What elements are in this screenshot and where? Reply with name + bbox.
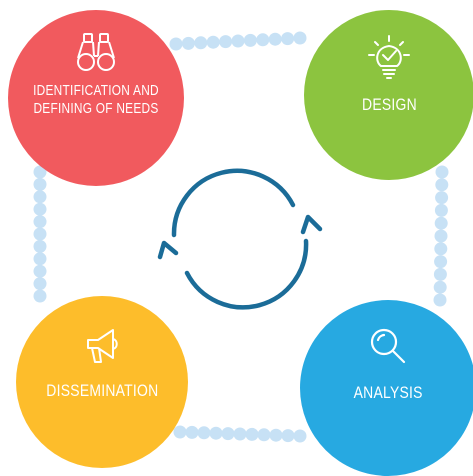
connector-dot [33,277,47,291]
connector-dot [281,32,295,46]
stage-label: ANALYSIS [353,383,423,402]
connector-dot [209,426,223,440]
connector-dot [269,428,283,442]
connector-dot [293,31,307,45]
megaphone-icon [87,329,118,363]
connector-dot [33,239,47,253]
connector-dot [243,33,257,47]
stage-label-line: IDENTIFICATION AND [33,83,159,99]
connector-dot [434,229,448,243]
connector-dot [33,227,47,241]
lightbulb-icon [368,35,410,79]
connector-dot [185,425,199,439]
connector-dot [281,429,295,443]
stage-analysis: ANALYSIS [300,300,473,476]
stage-label: DISSEMINATION [45,381,159,400]
stage-design: DESIGN [304,10,473,180]
connector-dot [33,264,47,278]
connector-dot [221,427,235,441]
connector-dot [256,33,270,47]
stage-label: IDENTIFICATION AND DEFINING OF NEEDS [14,82,178,118]
stage-identification: IDENTIFICATION AND DEFINING OF NEEDS [8,10,184,186]
connector-dot [181,36,195,50]
connector-dot [197,426,211,440]
stage-label-line: DEFINING OF NEEDS [33,101,159,118]
connector-dot [231,34,245,48]
connector-dot [268,32,282,46]
connector-dot [434,203,448,217]
connector-dot [434,255,448,269]
connector-dot [293,429,307,443]
connector-dot [433,293,447,307]
connector-dot [435,191,449,205]
connector-dot [233,427,247,441]
connector-dot [194,36,208,50]
connector-dot [433,267,447,281]
binoculars-icon [77,33,115,71]
connector-dot [33,289,47,303]
connector-dot [435,178,449,192]
stage-label: DESIGN [361,95,417,114]
connector-dot [169,37,183,51]
stage-dissemination: DISSEMINATION [16,296,188,468]
connector-dot [257,428,271,442]
connector-dot [33,177,47,191]
connector-dot [434,242,448,256]
refresh-cycle-icon [157,168,323,310]
connector-dot [33,202,47,216]
connector-dot [433,280,447,294]
connector-dot [33,252,47,266]
connector-dot [33,190,47,204]
connector-dot [435,165,449,179]
connector-dot [173,425,187,439]
connector-dot [434,216,448,230]
connector-dot [33,215,47,229]
connector-dot [206,35,220,49]
magnifier-icon [370,328,406,364]
connector-dot [245,427,259,441]
connector-dot [219,35,233,49]
